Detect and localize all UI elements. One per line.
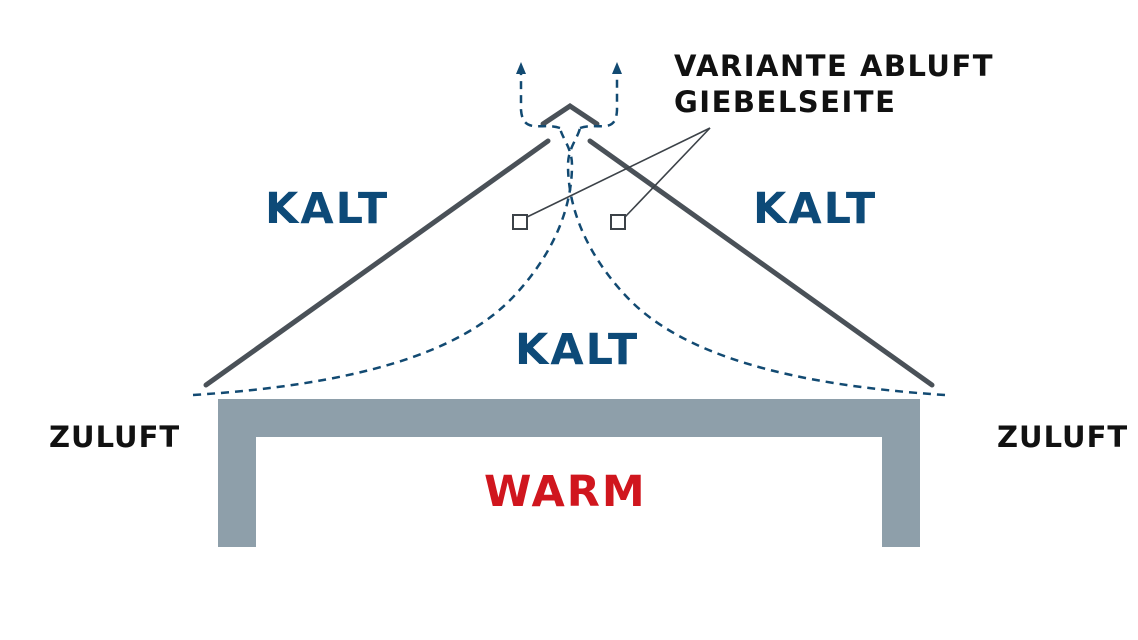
airflow-curve-left (192, 127, 574, 397)
callout-leader-left (526, 127, 711, 218)
exhaust-flow-left (519, 72, 561, 130)
square-vent-icon (512, 214, 528, 230)
supply-air-label-right: ZULUFT (997, 420, 1129, 454)
roof-slope-right (587, 138, 935, 388)
zone-label-cold-right: KALT (753, 184, 878, 234)
callout-leader-right (624, 127, 711, 218)
square-vent-icon (610, 214, 626, 230)
airflow-curve-right (566, 127, 946, 397)
exhaust-flow-right (579, 72, 619, 130)
callout-subtitle: GIEBELSEITE (674, 85, 897, 119)
supply-air-label-left: ZULUFT (49, 420, 181, 454)
building-slab (218, 399, 920, 547)
zone-label-warm: WARM (484, 467, 647, 517)
arrow-up-icon (612, 62, 622, 74)
ridge-cap (540, 102, 600, 127)
zone-label-cold-left: KALT (265, 184, 390, 234)
callout-title: VARIANTE ABLUFT (674, 49, 995, 83)
arrow-up-icon (516, 62, 526, 74)
roof-slope-left (203, 138, 551, 388)
zone-label-cold-center: KALT (515, 325, 640, 375)
